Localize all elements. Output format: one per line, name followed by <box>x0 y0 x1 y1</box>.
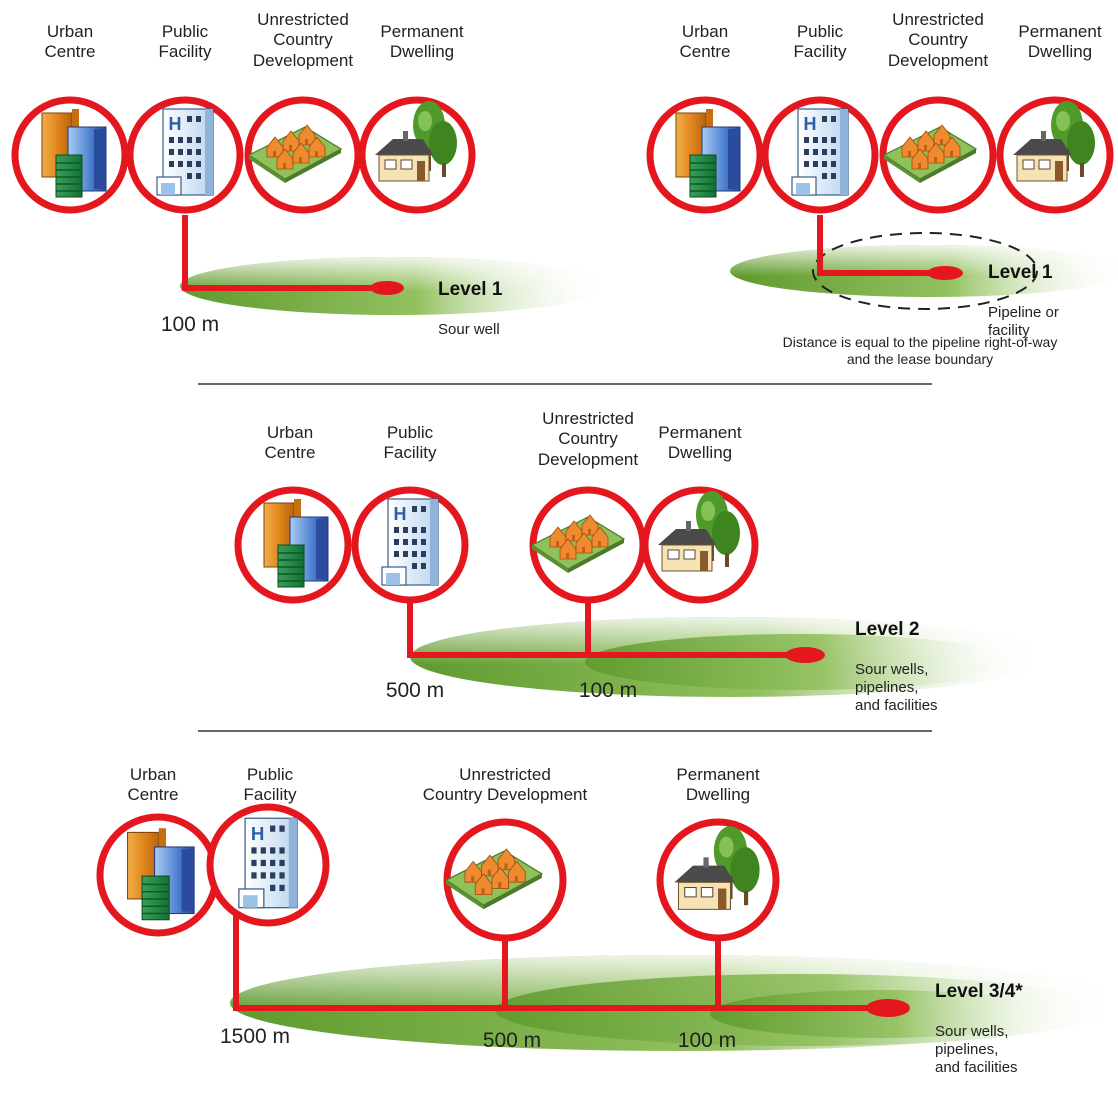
distance-line <box>182 215 380 291</box>
panel-level2 <box>234 486 1050 697</box>
label-unrestricted-development: Unrestricted Country Development <box>422 765 588 805</box>
hospital-icon <box>381 498 439 586</box>
label-unrestricted-development: Unrestricted Country Development <box>887 10 989 70</box>
level-title: Level 1 <box>988 262 1053 284</box>
level-title: Level 1 <box>438 279 503 301</box>
distance-label-100m: 100 m <box>578 679 638 702</box>
distance-line <box>817 215 935 276</box>
level-caption: Level 1 Sour well <box>438 260 588 358</box>
hospital-icon <box>156 108 214 196</box>
right-of-way-note: Distance is equal to the pipeline right-… <box>782 334 1058 367</box>
label-urban-centre: Urban Centre <box>127 765 179 805</box>
label-public-facility: Public Facility <box>383 423 437 463</box>
level-caption: Level 2 Sour wells, pipelines, and facil… <box>855 600 995 734</box>
diagram-canvas: H <box>11 96 1118 1051</box>
level-title: Level 2 <box>855 619 920 641</box>
label-permanent-dwelling: Permanent Dwelling <box>658 423 742 463</box>
level-description: Sour wells, pipelines, and facilities <box>935 1023 1018 1077</box>
label-urban-centre: Urban Centre <box>679 22 731 62</box>
panel-level1-sour-well <box>11 96 610 315</box>
label-public-facility: Public Facility <box>243 765 297 805</box>
lease-boundary <box>812 232 1038 310</box>
label-public-facility: Public Facility <box>158 22 212 62</box>
label-permanent-dwelling: Permanent Dwelling <box>1018 22 1102 62</box>
label-permanent-dwelling: Permanent Dwelling <box>676 765 760 805</box>
distance-label-100m: 100 m <box>677 1029 737 1052</box>
level-caption: Level 1 Pipeline or facility <box>988 243 1113 359</box>
level-description: Pipeline or facility <box>988 304 1059 340</box>
distance-label-500m: 500 m <box>482 1029 542 1052</box>
panel-level1-pipeline <box>646 96 1118 310</box>
level-caption: Level 3/4* Sour wells, pipelines, and fa… <box>935 962 1085 1096</box>
hospital-icon <box>791 108 849 196</box>
level-description: Sour wells, pipelines, and facilities <box>855 661 938 715</box>
level-description: Sour well <box>438 321 500 339</box>
distance-label-500m: 500 m <box>385 679 445 702</box>
distance-line <box>407 600 795 658</box>
distance-label-1500m: 1500 m <box>219 1025 291 1048</box>
label-public-facility: Public Facility <box>793 22 847 62</box>
label-unrestricted-development: Unrestricted Country Development <box>252 10 354 70</box>
source-marker <box>370 281 404 295</box>
label-unrestricted-development: Unrestricted Country Development <box>537 409 639 469</box>
hospital-icon <box>238 817 298 909</box>
panel-level3-4 <box>96 803 1118 1051</box>
distance-label-100m: 100 m <box>160 313 220 336</box>
label-urban-centre: Urban Centre <box>44 22 96 62</box>
level-title: Level 3/4* <box>935 981 1023 1003</box>
source-marker <box>785 647 825 663</box>
label-urban-centre: Urban Centre <box>264 423 316 463</box>
source-marker <box>927 266 963 280</box>
source-marker <box>866 999 910 1017</box>
label-permanent-dwelling: Permanent Dwelling <box>380 22 464 62</box>
setback-diagram: H <box>11 10 1118 1076</box>
